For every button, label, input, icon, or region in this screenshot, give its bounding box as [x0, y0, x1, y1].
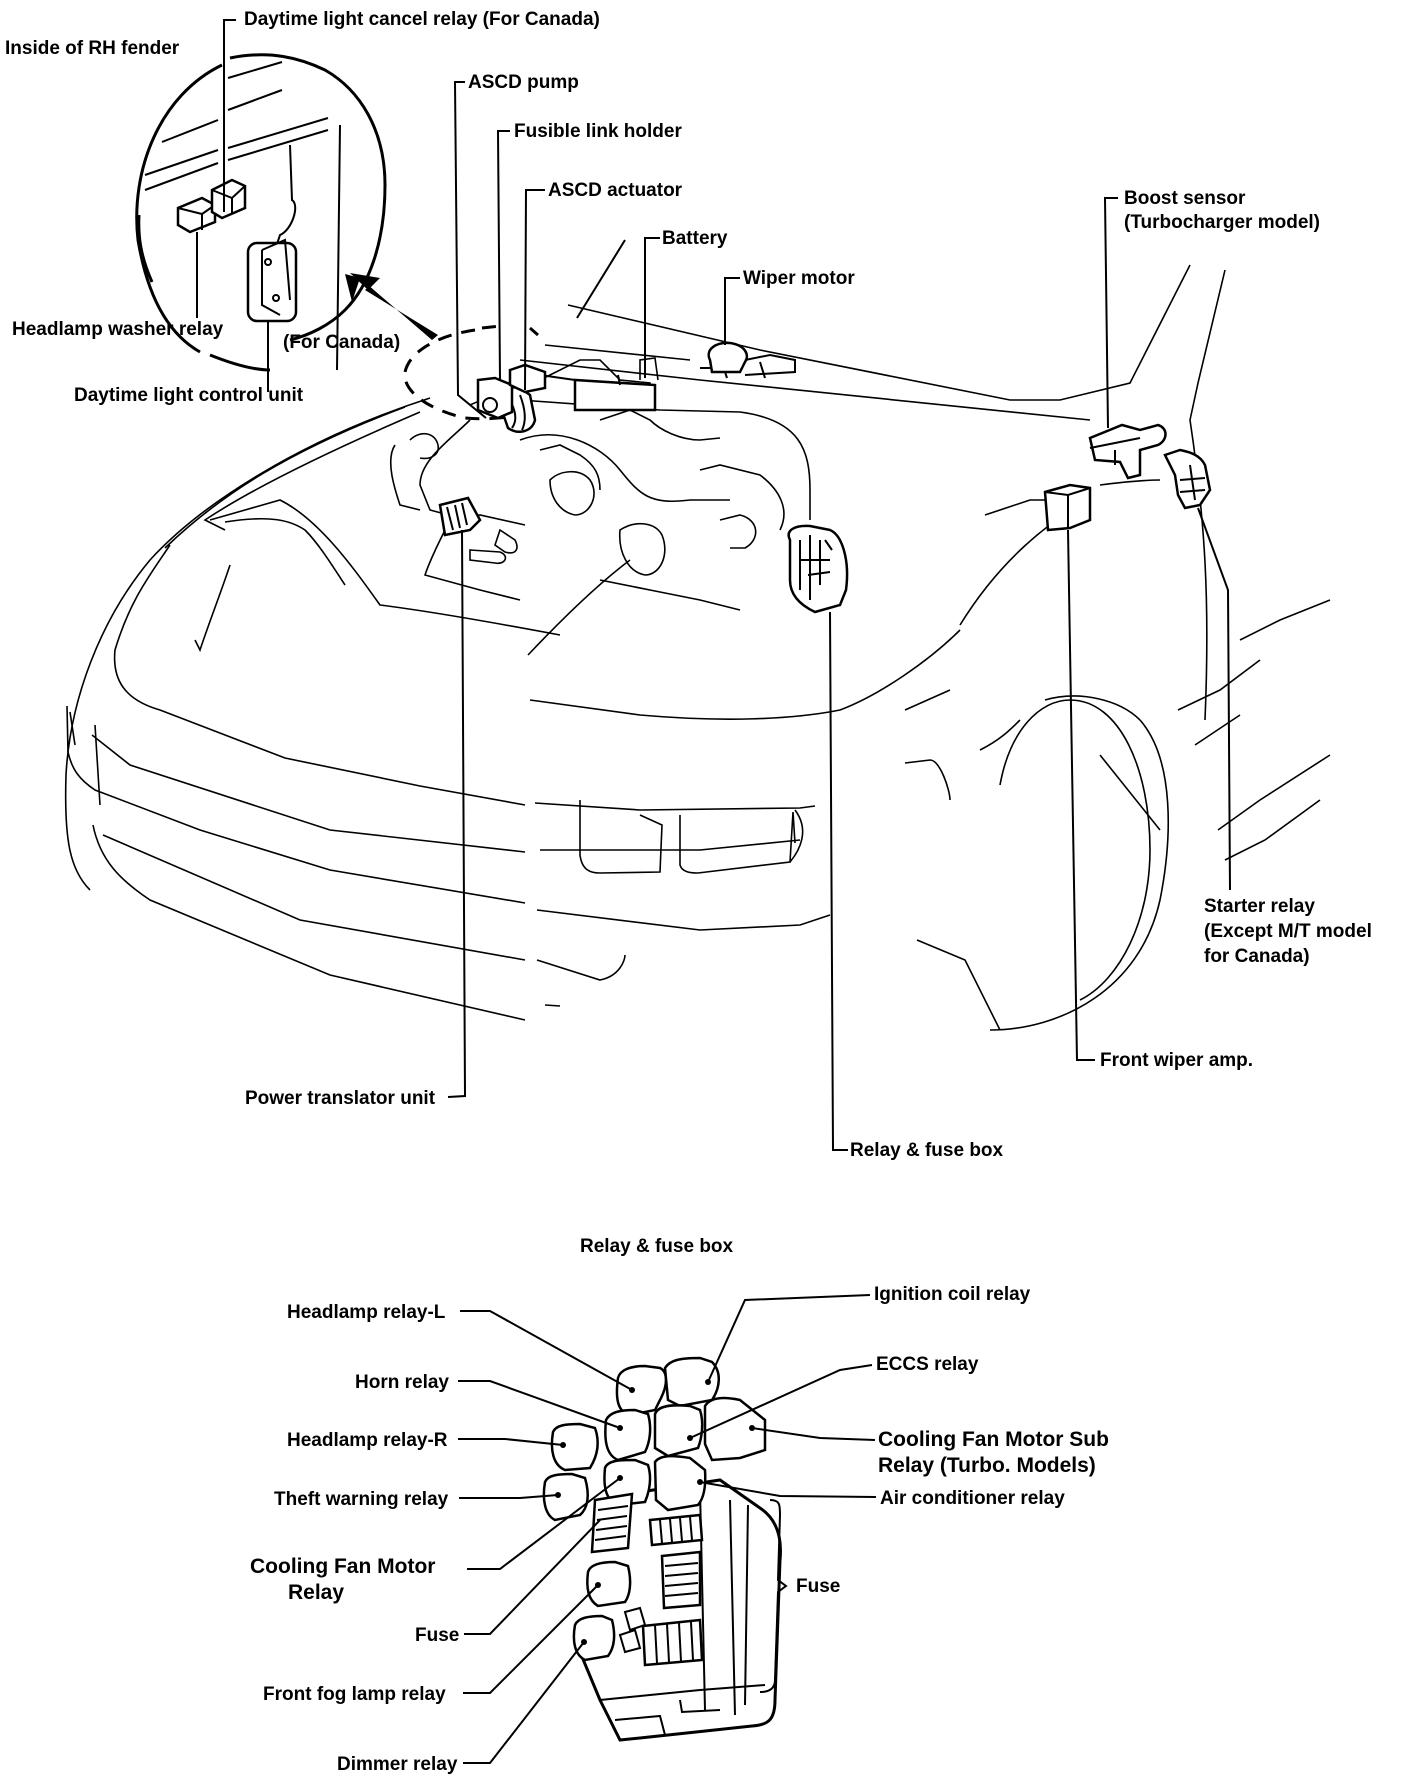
label-fusible-link-holder: Fusible link holder [514, 121, 682, 142]
daytime-cancel-relay-shape [210, 178, 247, 220]
label-front-fog-lamp-relay: Front fog lamp relay [263, 1684, 446, 1705]
inset-detail: Inside of RH fender Daytime light cancel… [5, 9, 600, 406]
fuse-block-upper-right [648, 1513, 704, 1547]
label-starter-relay-1: Starter relay [1204, 896, 1315, 917]
fog-lamp-right [679, 811, 796, 874]
car-body-outline [64, 264, 1331, 1031]
relay-eccs [703, 1396, 767, 1462]
fusible-link-holder-shape [508, 363, 547, 394]
relay-horn [604, 1408, 652, 1462]
fuse-bracket [759, 1499, 788, 1693]
relay-fuse-box-shape [787, 524, 849, 614]
small-fuses [618, 1606, 647, 1654]
pointer-arrow-icon [345, 274, 438, 340]
label-wiper-motor: Wiper motor [743, 268, 855, 289]
inset-caption: Inside of RH fender [5, 38, 180, 59]
ascd-pump-shape [476, 376, 514, 420]
label-daytime-control-unit: Daytime light control unit [74, 385, 304, 406]
label-boost-sensor-1: Boost sensor [1124, 188, 1246, 209]
label-headlamp-relay-r: Headlamp relay-R [287, 1430, 448, 1451]
inset-circle [135, 53, 387, 372]
label-power-transistor-unit: Power translator unit [245, 1088, 436, 1109]
relay-headlamp-l [615, 1364, 668, 1417]
label-fuse-left: Fuse [415, 1625, 459, 1646]
label-headlamp-washer-relay: Headlamp washer relay [12, 319, 224, 340]
fuse-block-middle [660, 1550, 702, 1610]
front-wiper-amp-shape [1043, 483, 1092, 532]
starter-relay-shape [1163, 448, 1212, 510]
relay-box-detail [542, 1356, 788, 1742]
relay-box-title: Relay & fuse box [580, 1236, 734, 1257]
label-cooling-fan-relay-1: Cooling Fan Motor [250, 1555, 435, 1578]
label-for-canada: (For Canada) [283, 332, 400, 353]
label-ascd-pump: ASCD pump [468, 72, 579, 93]
label-air-conditioner-relay: Air conditioner relay [880, 1488, 1065, 1509]
boost-sensor-shape [1088, 423, 1167, 480]
label-cooling-fan-sub-2: Relay (Turbo. Models) [878, 1454, 1096, 1477]
label-cooling-fan-relay-2: Relay [288, 1581, 344, 1604]
relay-ignition-coil [663, 1356, 720, 1408]
fuse-block-upper-left [590, 1492, 634, 1554]
label-daytime-cancel-relay: Daytime light cancel relay (For Canada) [244, 9, 600, 30]
label-battery: Battery [662, 228, 728, 249]
label-ascd-actuator: ASCD actuator [548, 180, 683, 201]
relay-headlamp-r [550, 1422, 599, 1472]
fog-lamp-left [579, 800, 663, 874]
label-headlamp-relay-l: Headlamp relay-L [287, 1302, 446, 1323]
battery-shape [539, 374, 657, 412]
relay-dimmer [572, 1614, 616, 1662]
power-transistor-shape [438, 496, 482, 537]
label-horn-relay: Horn relay [355, 1372, 449, 1393]
label-theft-warning-relay: Theft warning relay [274, 1489, 449, 1510]
headlamp-washer-relay-shape [176, 196, 217, 234]
relay-front-fog-lamp [586, 1560, 632, 1608]
label-eccs-relay: ECCS relay [876, 1354, 979, 1375]
label-ignition-coil-relay: Ignition coil relay [874, 1284, 1031, 1305]
relay-box-callouts: Headlamp relay-L Horn relay Headlamp rel… [250, 1284, 1109, 1775]
relay-theft-warning [542, 1472, 589, 1522]
wiper-motor-shape [700, 341, 796, 379]
label-cooling-fan-sub-1: Cooling Fan Motor Sub [878, 1428, 1109, 1451]
label-dimmer-relay: Dimmer relay [337, 1754, 458, 1775]
label-starter-relay-2: (Except M/T model [1204, 921, 1372, 942]
engine-bay-callouts: ASCD pump Fusible link holder ASCD actua… [245, 72, 1372, 1161]
fuse-block-lower [641, 1618, 704, 1667]
daytime-control-unit-shape [246, 238, 298, 323]
relay-air-conditioner [653, 1454, 707, 1512]
label-relay-fuse-box: Relay & fuse box [850, 1140, 1004, 1161]
engine-bay [389, 341, 1212, 614]
label-fuse-right: Fuse [796, 1576, 840, 1597]
label-front-wiper-amp: Front wiper amp. [1100, 1050, 1253, 1071]
label-boost-sensor-2: (Turbocharger model) [1124, 212, 1320, 233]
relay-center [653, 1404, 704, 1458]
label-starter-relay-3: for Canada) [1204, 946, 1310, 967]
